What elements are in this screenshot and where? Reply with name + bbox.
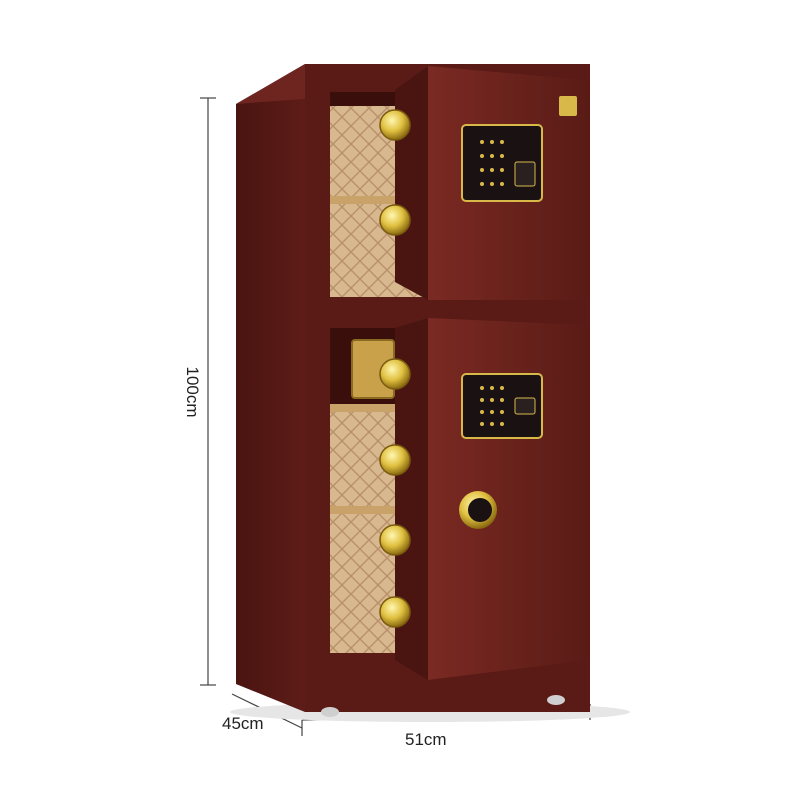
lower-door <box>395 318 588 680</box>
safe-side-panel <box>236 64 305 712</box>
depth-dimension-label: 45cm <box>222 714 264 733</box>
width-dimension-label: 51cm <box>405 730 447 749</box>
upper-shelf <box>330 196 430 204</box>
foot-left <box>321 707 339 717</box>
lower-shelf-2 <box>330 506 430 514</box>
upper-door <box>395 66 588 300</box>
foot-right <box>547 695 565 705</box>
locking-bolts <box>379 109 411 628</box>
lower-shelf-1 <box>330 404 430 412</box>
height-dimension-label: 100cm <box>183 366 202 418</box>
brand-logo-plate <box>559 96 577 116</box>
